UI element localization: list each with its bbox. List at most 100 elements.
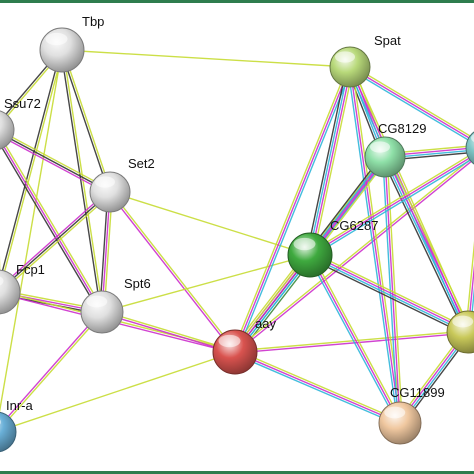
- node-highlight: [0, 276, 4, 286]
- node-label-fcp1: Fcp1: [16, 262, 45, 277]
- edge-line-experimental: [467, 263, 474, 333]
- edge-line-experimental: [108, 192, 235, 354]
- edge-line-textmining: [311, 253, 403, 423]
- node-highlight: [335, 51, 355, 63]
- edge-ssu72-set2: [0, 129, 112, 195]
- node-label-inra: Inr-a: [6, 398, 34, 413]
- edge-line-textmining: [0, 312, 104, 431]
- edge-line-textmining: [110, 190, 237, 352]
- edge-line-experimental: [235, 158, 474, 354]
- node-spt6[interactable]: Spt6: [80, 276, 151, 334]
- node-cg11899[interactable]: CG11899: [378, 385, 445, 445]
- edge-line-experimental: [309, 254, 401, 424]
- edge-line-experimental: [235, 332, 469, 354]
- node-highlight: [293, 237, 316, 251]
- edge-line-database: [383, 157, 468, 333]
- edge-cg6287-right_mid: [308, 251, 470, 336]
- edge-tbp-inra: [0, 49, 63, 413]
- edge-line-database: [348, 68, 474, 145]
- edge-spt6-cg6287: [101, 254, 311, 313]
- edge-line-coexpression: [0, 49, 62, 283]
- edge-line-database: [469, 286, 474, 333]
- edge-line-database: [309, 255, 468, 334]
- edge-tbp-spat: [61, 49, 351, 68]
- edge-line-experimental: [384, 156, 401, 424]
- edge-line-coexpression: [381, 158, 466, 334]
- edge-layer: [0, 48, 474, 432]
- node-right_mid[interactable]: [446, 310, 474, 354]
- edge-line-database: [233, 353, 400, 426]
- edge-line-textmining: [387, 155, 472, 331]
- node-label-cg11899: CG11899: [390, 385, 445, 400]
- edge-line-experimental: [0, 310, 102, 427]
- edge-spt6-inra: [0, 310, 104, 431]
- edge-line-textmining: [0, 129, 112, 191]
- node-right_top[interactable]: [465, 128, 474, 168]
- edge-line-experimental: [234, 351, 401, 424]
- edge-line-experimental: [309, 154, 474, 256]
- edge-line-experimental: [385, 156, 470, 332]
- edge-line-textmining: [235, 349, 402, 422]
- node-cg6287[interactable]: CG6287: [287, 218, 378, 278]
- edge-line-coexpression: [0, 143, 101, 314]
- edge-aay-cg11899: [233, 349, 402, 426]
- node-sphere[interactable]: [0, 110, 15, 150]
- edge-set2-aay: [108, 190, 237, 354]
- edge-aay-right_top: [233, 155, 474, 354]
- edge-line-experimental: [234, 66, 351, 353]
- edge-spt6-aay: [101, 310, 236, 354]
- node-cg8129[interactable]: CG8129: [364, 121, 426, 178]
- edge-set2-fcp1: [0, 189, 112, 295]
- edge-spat-right_top: [348, 64, 474, 145]
- node-label-spat: Spat: [374, 33, 401, 48]
- edge-line-textmining: [232, 65, 349, 352]
- edge-line-coexpression: [0, 132, 111, 193]
- node-tbp[interactable]: Tbp: [39, 14, 104, 73]
- node-aay[interactable]: aay: [212, 316, 276, 375]
- node-highlight: [45, 32, 68, 46]
- edge-line-textmining: [0, 351, 236, 432]
- edge-line-textmining: [234, 330, 468, 352]
- edge-line-coexpression: [306, 66, 348, 255]
- edge-tbp-fcp1: [0, 49, 64, 292]
- node-ssu72[interactable]: Ssu72: [0, 96, 41, 150]
- node-inra[interactable]: Inr-a: [0, 398, 34, 453]
- node-label-spt6: Spt6: [124, 276, 151, 291]
- edge-line-coexpression: [60, 50, 110, 193]
- node-highlight: [95, 176, 115, 188]
- edge-line-coexpression: [0, 191, 111, 292]
- edge-cg8129-right_mid: [381, 155, 472, 334]
- edge-line-textmining: [61, 49, 351, 68]
- edge-right_mid-right_top: [465, 240, 474, 333]
- node-highlight: [86, 295, 108, 308]
- edge-line-textmining: [102, 310, 236, 352]
- edge-line-textmining: [350, 64, 474, 140]
- node-spat[interactable]: Spat: [329, 33, 401, 88]
- edge-line-textmining: [233, 155, 474, 352]
- node-sphere[interactable]: [0, 411, 17, 453]
- node-highlight: [452, 315, 474, 328]
- edge-cg6287-right_top: [308, 151, 474, 258]
- node-sphere[interactable]: [0, 269, 21, 315]
- edge-ssu72-spt6: [0, 134, 105, 314]
- edge-line-experimental: [310, 67, 352, 256]
- edge-aay-spat: [232, 65, 353, 354]
- node-highlight: [370, 141, 390, 153]
- node-set2[interactable]: Set2: [89, 156, 155, 213]
- node-highlight: [471, 134, 474, 142]
- node-label-cg8129: CG8129: [378, 121, 426, 136]
- edge-line-textmining: [0, 193, 112, 295]
- edge-line-database: [307, 255, 399, 425]
- edge-line-textmining: [465, 240, 474, 332]
- edge-line-experimental: [349, 66, 401, 424]
- edge-line-textmining: [0, 50, 64, 292]
- edge-line-textmining: [0, 134, 105, 312]
- edge-line-database: [236, 67, 353, 354]
- edge-aay-right_mid: [234, 330, 469, 354]
- node-label-tbp: Tbp: [82, 14, 104, 29]
- node-fcp1[interactable]: Fcp1: [0, 262, 45, 315]
- edge-line-textmining: [62, 49, 112, 192]
- edge-line-database: [308, 66, 350, 255]
- node-label-set2: Set2: [128, 156, 155, 171]
